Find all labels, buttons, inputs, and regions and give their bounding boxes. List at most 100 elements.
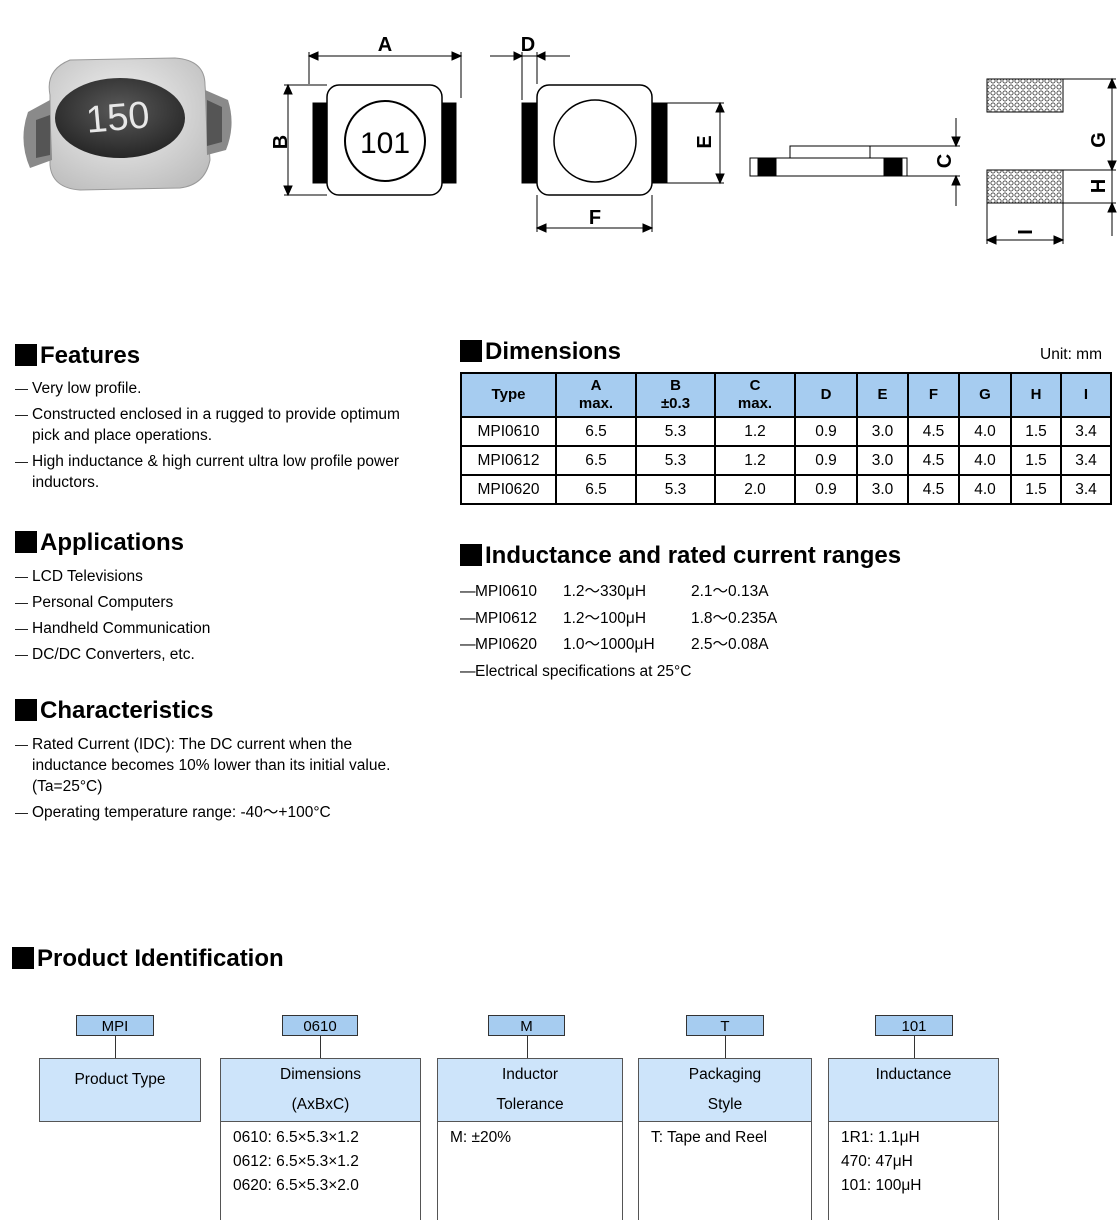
dimensions-heading: Dimensions: [460, 338, 621, 366]
dash: —: [460, 636, 476, 653]
table-cell: 1.5: [1010, 416, 1062, 447]
header-line1: Type: [491, 386, 526, 403]
application-item: Personal Computers: [15, 592, 410, 613]
id-box-title-line: Dimensions: [280, 1066, 361, 1083]
table-cell: 1.2: [714, 445, 796, 476]
code-segment: MPI: [76, 1015, 154, 1036]
range-type: MPI0612: [475, 609, 538, 627]
header-line1: G: [979, 386, 991, 403]
dash: —: [460, 583, 476, 600]
header-line1: E: [877, 386, 888, 403]
id-box-body: M: ±20%: [438, 1122, 622, 1150]
dim-label-c: C: [934, 154, 956, 168]
dim-label-g: G: [1088, 132, 1110, 148]
dimension-drawings: 150 101 A B: [23, 34, 1117, 245]
dim-label-i: I: [1015, 229, 1037, 235]
header-line1: B: [670, 377, 681, 394]
id-box-line: 0612: 6.5×5.3×1.2: [233, 1153, 359, 1170]
applications-list: LCD TelevisionsPersonal ComputersHandhel…: [15, 566, 410, 670]
dash: —: [460, 609, 476, 627]
header-line1: H: [1030, 386, 1042, 403]
feature-item: Constructed enclosed in a rugged to prov…: [15, 404, 410, 446]
connector-line: [115, 1036, 116, 1058]
header-line1: F: [928, 386, 939, 403]
bottom-view-drawing: [490, 51, 725, 233]
header-line1: D: [820, 386, 832, 403]
dimensions-col-header: E: [856, 372, 909, 418]
applications-heading: Applications: [15, 529, 184, 557]
id-box-title-line: Tolerance: [496, 1096, 564, 1113]
id-box-line: 0610: 6.5×5.3×1.2: [233, 1129, 359, 1146]
table-cell: 3.4: [1060, 416, 1112, 447]
characteristic-item: Rated Current (IDC): The DC current when…: [15, 734, 410, 797]
table-cell: 1.2: [714, 416, 796, 447]
range-current: 2.5～0.08A: [691, 636, 769, 653]
top-view-marking: 101: [360, 127, 410, 160]
top-view-drawing: [283, 51, 463, 197]
dimensions-col-header: G: [958, 372, 1012, 418]
id-box-title-line: (AxBxC): [291, 1096, 350, 1113]
table-cell: 4.0: [958, 445, 1012, 476]
table-cell: 0.9: [794, 445, 858, 476]
application-item: Handheld Communication: [15, 618, 410, 639]
characteristics-title: Characteristics: [40, 697, 214, 724]
header-line2: ±0.3: [660, 395, 691, 412]
features-heading: Features: [15, 342, 140, 370]
header-line1: I: [1083, 386, 1089, 403]
range-inductance: 1.2～100μH: [563, 609, 647, 627]
dimensions-col-header: I: [1060, 372, 1112, 418]
code-segment: M: [488, 1015, 565, 1036]
id-box-title: Dimensions (AxBxC): [221, 1059, 420, 1122]
feature-item: Very low profile.: [15, 378, 410, 399]
id-box-title-line: Inductor: [501, 1066, 558, 1083]
connector-line: [914, 1036, 915, 1058]
id-box-body: T: Tape and Reel: [639, 1122, 811, 1150]
table-cell: 3.4: [1060, 445, 1112, 476]
table-cell: 0.9: [794, 474, 858, 505]
photo-marking: 150: [84, 94, 151, 141]
ranges-heading: Inductance and rated current ranges: [460, 542, 901, 570]
id-box-line: 0620: 6.5×5.3×2.0: [233, 1177, 359, 1194]
dash: —: [460, 662, 476, 680]
table-cell: 0.9: [794, 416, 858, 447]
ranges-title: Inductance and rated current ranges: [485, 542, 902, 569]
id-box-line: 470: 47μH: [841, 1153, 913, 1170]
id-box-title-line: Packaging: [688, 1066, 762, 1083]
connector-line: [527, 1036, 528, 1058]
table-cell: 4.0: [958, 474, 1012, 505]
connector-line: [320, 1036, 321, 1058]
table-cell: 4.5: [907, 416, 960, 447]
dim-label-a: A: [378, 34, 392, 56]
table-cell: MPI0620: [460, 474, 557, 505]
header-line1: C: [749, 377, 761, 394]
side-view-drawing: [749, 118, 961, 206]
table-cell: 6.5: [555, 416, 637, 447]
code-segment: T: [686, 1015, 764, 1036]
table-cell: 4.5: [907, 474, 960, 505]
unit-label: Unit: mm: [1040, 346, 1102, 363]
connector-line: [725, 1036, 726, 1058]
range-inductance: 1.2～330μH: [563, 583, 647, 600]
features-title: Features: [40, 342, 141, 369]
characteristics-list: Rated Current (IDC): The DC current when…: [15, 734, 410, 828]
header-line2: max.: [578, 395, 614, 412]
table-cell: 5.3: [635, 474, 716, 505]
dim-label-f: F: [589, 207, 601, 229]
product-id-title: Product Identification: [37, 945, 284, 972]
component-photo: 150: [23, 57, 232, 191]
id-box-title-line: Style: [707, 1096, 743, 1113]
table-cell: 1.5: [1010, 445, 1062, 476]
applications-title: Applications: [40, 529, 185, 556]
table-cell: 3.4: [1060, 474, 1112, 505]
range-type: MPI0610: [475, 583, 538, 600]
table-cell: 2.0: [714, 474, 796, 505]
code-segment: 101: [875, 1015, 953, 1036]
table-cell: 3.0: [856, 416, 909, 447]
dimensions-col-header: F: [907, 372, 960, 418]
